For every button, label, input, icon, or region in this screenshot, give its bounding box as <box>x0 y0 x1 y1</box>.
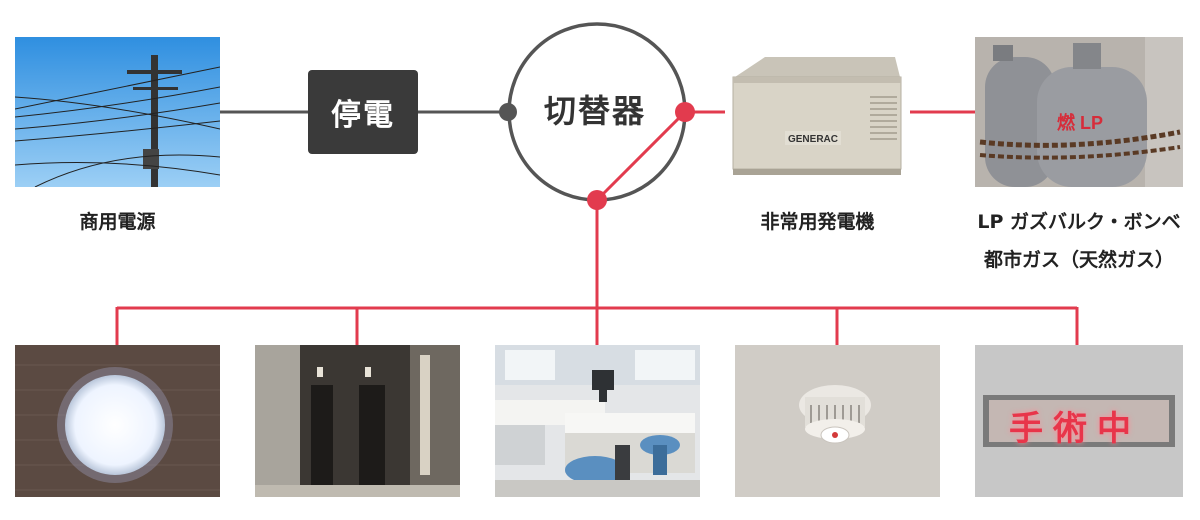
elevator-photo <box>255 345 460 497</box>
fuel-caption-line2: 都市ガス（天然ガス） <box>960 245 1198 272</box>
outage-box: 停電 <box>308 70 418 154</box>
fuel-caption-line1: LP ガズバルク・ボンベ <box>960 207 1198 234</box>
cylinder-label: 燃 LP <box>1057 112 1103 133</box>
generator-caption: 非常用発電機 <box>725 207 910 234</box>
commercial-power-caption: 商用電源 <box>15 207 220 234</box>
office-photo <box>495 345 700 497</box>
switch-output-dot <box>587 190 607 210</box>
utility-pole-photo <box>15 37 220 187</box>
surgery-sign-photo: 手術中 <box>975 345 1183 497</box>
generator-brand: GENERAC <box>788 134 838 145</box>
generator-photo: GENERAC <box>725 37 910 187</box>
switch-label: 切替器 <box>505 86 685 132</box>
smoke-detector-photo <box>735 345 940 497</box>
gas-cylinder-photo: 燃 LP <box>975 37 1183 187</box>
emergency-light-photo <box>15 345 220 497</box>
surgery-sign-text: 手術中 <box>1009 401 1141 450</box>
